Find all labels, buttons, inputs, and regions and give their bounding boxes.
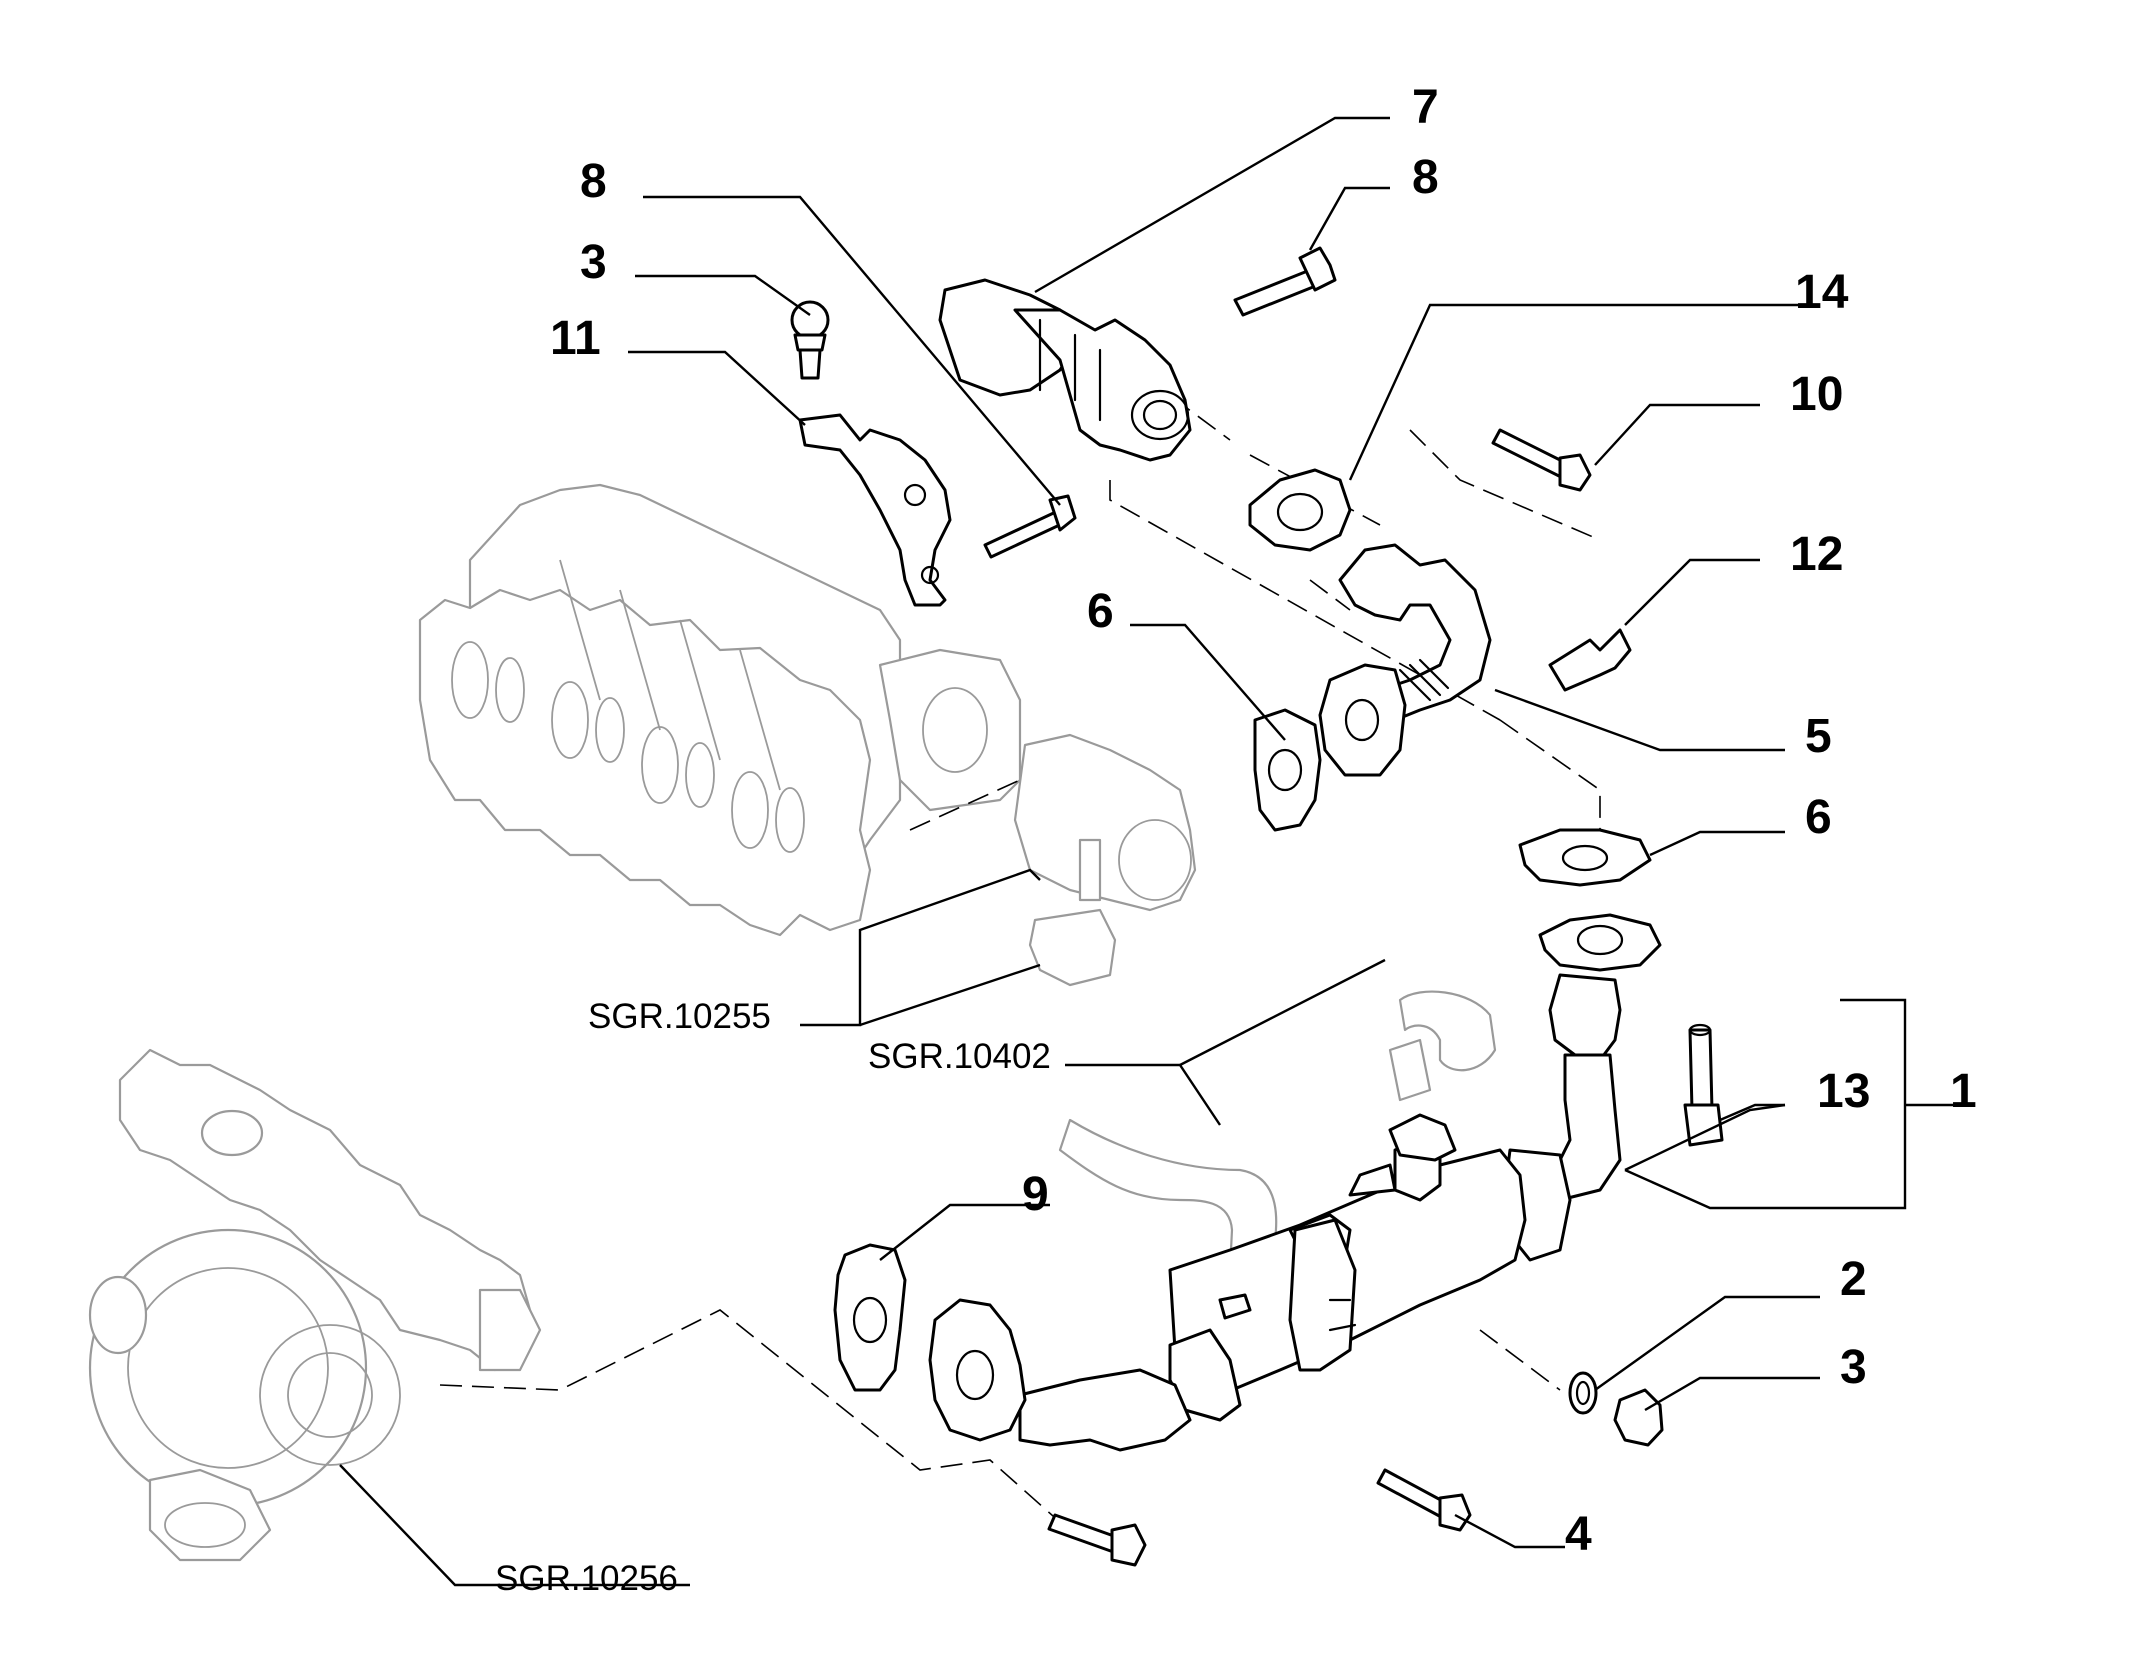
gasket-9 xyxy=(833,1243,907,1392)
bracket-11 xyxy=(798,413,952,607)
callout-labels: 7 8 8 3 11 14 10 12 6 5 6 13 1 9 2 3 4 S… xyxy=(495,81,1977,1598)
callout-13: 13 xyxy=(1817,1065,1870,1118)
stud-3-upper xyxy=(790,300,830,380)
washer-2 xyxy=(1568,1371,1598,1415)
sensor-12 xyxy=(1548,628,1632,692)
egr-valve xyxy=(938,278,1192,462)
gasket-14 xyxy=(1248,468,1352,552)
callout-3-upper: 3 xyxy=(580,236,607,289)
callout-6-upper: 6 xyxy=(1087,585,1114,638)
gasket-6-upper xyxy=(1253,708,1322,832)
callout-6-lower: 6 xyxy=(1805,791,1832,844)
callout-8-upper: 8 xyxy=(1412,151,1439,204)
bolt-13 xyxy=(1683,1023,1724,1147)
callout-8-lower: 8 xyxy=(580,155,607,208)
callout-9: 9 xyxy=(1022,1168,1049,1221)
callout-12: 12 xyxy=(1790,528,1843,581)
turbocharger-illustration xyxy=(88,1048,542,1562)
reference-sgr-10256: SGR.10256 xyxy=(495,1559,678,1598)
callout-3-lower: 3 xyxy=(1840,1341,1867,1394)
callout-14: 14 xyxy=(1795,266,1849,319)
leader-lines xyxy=(339,116,1955,1587)
callout-4: 4 xyxy=(1565,1508,1592,1561)
bolt-lower-left xyxy=(1047,1513,1147,1567)
callout-11: 11 xyxy=(550,312,601,365)
egr-pipe-5 xyxy=(1318,543,1492,777)
bolt-10 xyxy=(1491,428,1592,492)
reference-sgr-10402: SGR.10402 xyxy=(868,1037,1051,1076)
egr-cooler-assembly xyxy=(928,913,1662,1452)
nut-3-lower xyxy=(1613,1388,1664,1447)
hose-illustration xyxy=(1058,990,1497,1272)
callout-10: 10 xyxy=(1790,368,1843,421)
reference-sgr-10255: SGR.10255 xyxy=(588,997,771,1036)
bolt-8-upper xyxy=(1233,246,1337,317)
bolt-8-lower xyxy=(983,494,1077,559)
gasket-6-lower xyxy=(1518,828,1652,887)
callout-7: 7 xyxy=(1412,81,1439,134)
intake-manifold-illustration xyxy=(418,483,1197,987)
bolt-4 xyxy=(1376,1468,1472,1532)
callout-5: 5 xyxy=(1805,710,1832,763)
callout-2: 2 xyxy=(1840,1253,1867,1306)
callout-1: 1 xyxy=(1950,1065,1977,1118)
